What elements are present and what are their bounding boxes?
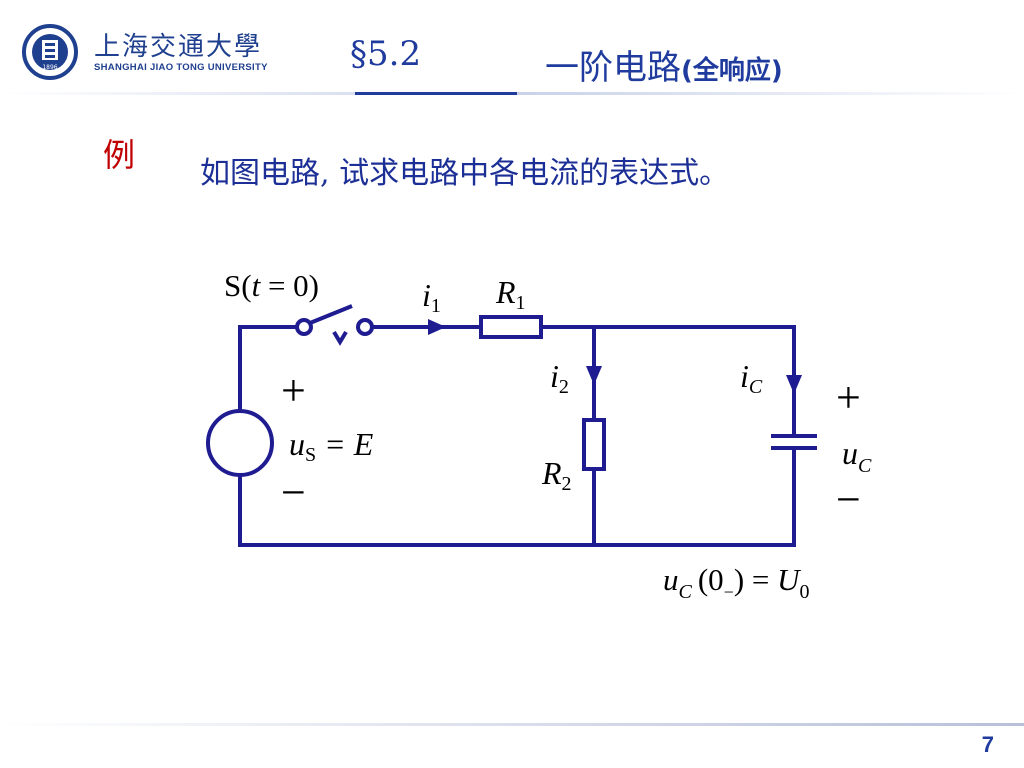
label-r2: R2 — [541, 455, 572, 495]
source-plus: + — [281, 366, 306, 415]
title-sub: (全响应) — [681, 56, 783, 86]
slide-title: 一阶电路(全响应) — [545, 40, 783, 89]
switch — [295, 304, 374, 346]
university-name-cn: 上海交通大學 — [94, 32, 263, 62]
resistor-r1 — [479, 315, 543, 339]
circuit-wires — [238, 325, 796, 547]
current-arrow-ic — [786, 375, 802, 394]
source-label: uS = E — [289, 426, 374, 466]
university-name-en: SHANGHAI JIAO TONG UNIVERSITY — [94, 62, 268, 73]
page-number: 7 — [981, 732, 994, 757]
section-number: §5.2 — [350, 34, 422, 74]
resistor-r2 — [582, 418, 606, 471]
cap-minus: − — [836, 475, 861, 524]
current-arrow-i2 — [586, 366, 602, 385]
title-main: 一阶电路 — [545, 48, 681, 88]
cap-plus: + — [836, 373, 861, 422]
current-arrow-i1 — [428, 319, 446, 335]
initial-condition: uC(0−) = U0 — [663, 562, 810, 603]
label-uc: uC — [842, 435, 872, 477]
source-minus: − — [281, 468, 306, 517]
sjtu-logo: 1896 上海交通大學 SHANGHAI JIAO TONG UNIVERSIT… — [22, 22, 267, 82]
example-label: 例 — [103, 136, 136, 174]
voltage-source — [206, 409, 274, 477]
label-i1: i1 — [422, 277, 441, 317]
footer-divider — [0, 723, 1024, 726]
seal-year: 1896 — [42, 64, 57, 71]
header-divider — [0, 92, 1024, 95]
label-ic: iC — [740, 358, 763, 398]
label-r1: R1 — [495, 274, 526, 314]
switch-label: S(t = 0) — [224, 268, 319, 303]
problem-statement: 如图电路, 试求电路中各电流的表达式。 — [200, 156, 730, 191]
university-seal-icon: 1896 — [22, 24, 78, 80]
label-i2: i2 — [550, 358, 569, 398]
capacitor — [771, 434, 817, 450]
